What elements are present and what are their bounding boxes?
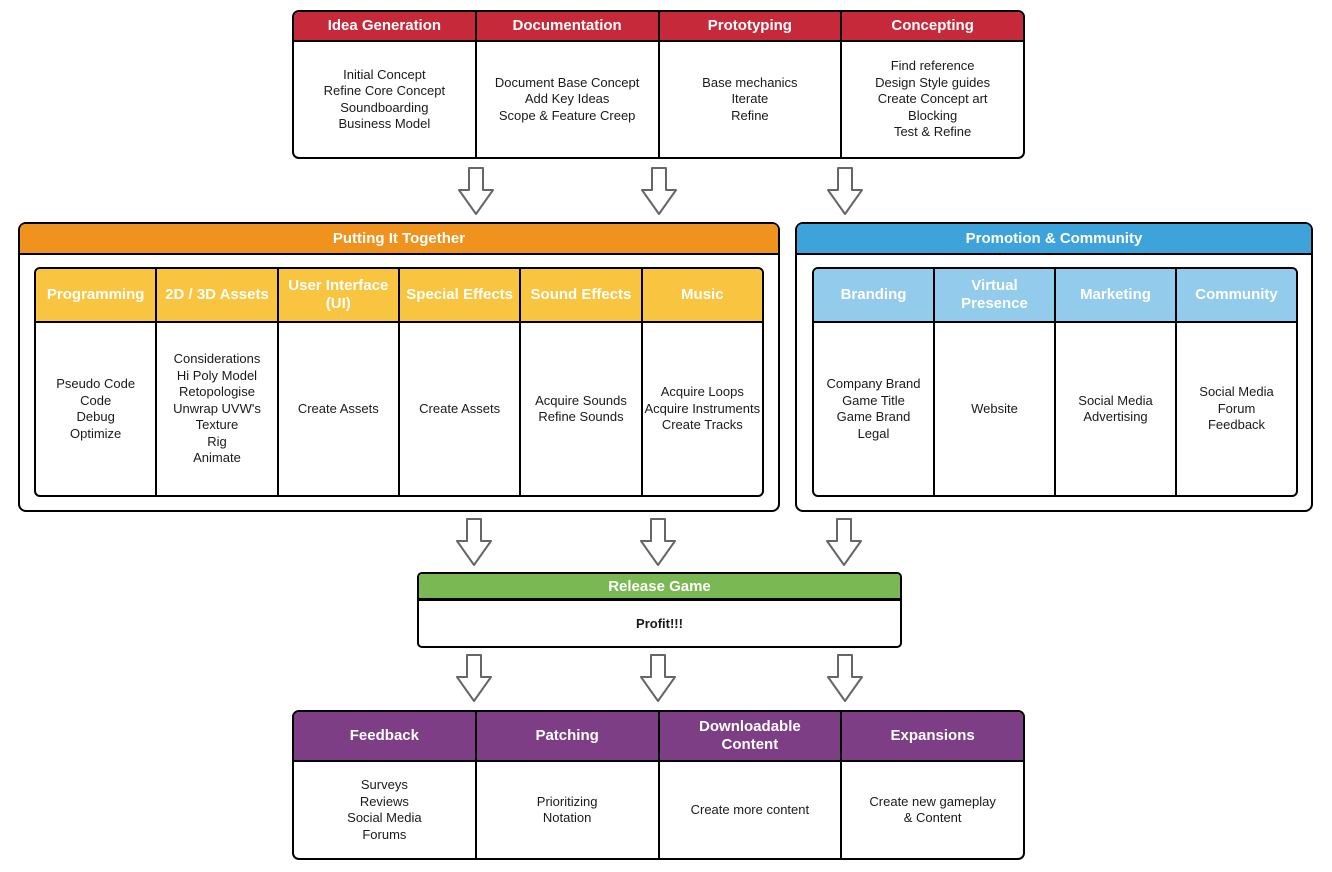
user-interface-items: Create Assets	[297, 400, 379, 416]
promotion-community-header: Promotion & Community	[797, 224, 1311, 255]
programming-header: Programming	[36, 269, 156, 323]
release-game-box: Release Game Profit!!!	[417, 572, 902, 648]
column-sound-effects: Sound Effects Acquire Sounds Refine Soun…	[519, 269, 641, 495]
column-feedback: Feedback Surveys Reviews Social Media Fo…	[294, 712, 475, 858]
sound-effects-header: Sound Effects	[521, 269, 641, 323]
special-effects-header: Special Effects	[399, 269, 520, 323]
2d-3d-assets-items: Considerations Hi Poly Model Retopologis…	[173, 351, 261, 466]
community-items: Social Media Forum Feedback	[1199, 384, 1274, 433]
prototyping-header: Prototyping	[659, 12, 841, 42]
promotion-community-table: Branding Company Brand Game Title Game B…	[812, 267, 1298, 497]
column-patching: Patching Prioritizing Notation	[474, 712, 658, 858]
down-arrow-icon	[640, 518, 676, 566]
phase1-table: Idea Generation Initial Concept Refine C…	[292, 10, 1025, 159]
patching-header: Patching	[476, 712, 658, 762]
down-arrow-icon	[458, 167, 494, 215]
column-branding: Branding Company Brand Game Title Game B…	[814, 269, 933, 495]
feedback-header: Feedback	[294, 712, 475, 762]
putting-it-together-section: Putting It Together Programming Pseudo C…	[18, 222, 780, 512]
column-programming: Programming Pseudo Code Code Debug Optim…	[36, 269, 156, 495]
putting-it-together-header: Putting It Together	[20, 224, 778, 255]
down-arrow-icon	[456, 654, 492, 702]
feedback-items: Surveys Reviews Social Media Forums	[347, 777, 422, 842]
expansions-items: Create new gameplay & Content	[869, 793, 996, 826]
music-header: Music	[642, 269, 762, 323]
concepting-items: Find reference Design Style guides Creat…	[875, 58, 991, 140]
downloadable-content-items: Create more content	[690, 801, 810, 817]
putting-it-together-table: Programming Pseudo Code Code Debug Optim…	[34, 267, 764, 497]
release-game-body: Profit!!!	[636, 616, 683, 631]
column-expansions: Expansions Create new gameplay & Content	[840, 712, 1023, 858]
documentation-items: Document Base Concept Add Key Ideas Scop…	[494, 74, 640, 123]
promotion-community-section: Promotion & Community Branding Company B…	[795, 222, 1313, 512]
column-marketing: Marketing Social Media Advertising	[1054, 269, 1175, 495]
branding-items: Company Brand Game Title Game Brand Lega…	[826, 376, 921, 441]
column-2d-3d-assets: 2D / 3D Assets Considerations Hi Poly Mo…	[155, 269, 277, 495]
down-arrow-icon	[640, 654, 676, 702]
prototyping-items: Base mechanics Iterate Refine	[702, 74, 798, 123]
documentation-header: Documentation	[476, 12, 658, 42]
column-music: Music Acquire Loops Acquire Instruments …	[640, 269, 762, 495]
programming-items: Pseudo Code Code Debug Optimize	[56, 376, 136, 441]
phase-column-documentation: Documentation Document Base Concept Add …	[474, 12, 658, 157]
column-downloadable-content: Downloadable Content Create more content	[657, 712, 841, 858]
virtual-presence-items: Website	[971, 400, 1018, 416]
downloadable-content-header: Downloadable Content	[659, 712, 841, 762]
expansions-header: Expansions	[842, 712, 1023, 762]
marketing-items: Social Media Advertising	[1078, 392, 1153, 425]
phase-column-prototyping: Prototyping Base mechanics Iterate Refin…	[657, 12, 841, 157]
virtual-presence-header: Virtual Presence	[935, 269, 1054, 323]
sound-effects-items: Acquire Sounds Refine Sounds	[535, 392, 627, 425]
marketing-header: Marketing	[1056, 269, 1175, 323]
release-game-header: Release Game	[419, 574, 900, 601]
post-release-table: Feedback Surveys Reviews Social Media Fo…	[292, 710, 1025, 860]
column-virtual-presence: Virtual Presence Website	[933, 269, 1054, 495]
down-arrow-icon	[827, 654, 863, 702]
down-arrow-icon	[641, 167, 677, 215]
column-user-interface: User Interface (UI) Create Assets	[276, 269, 398, 495]
special-effects-items: Create Assets	[419, 400, 501, 416]
concepting-header: Concepting	[842, 12, 1023, 42]
column-special-effects: Special Effects Create Assets	[397, 269, 520, 495]
phase-column-idea-generation: Idea Generation Initial Concept Refine C…	[294, 12, 475, 157]
down-arrow-icon	[456, 518, 492, 566]
patching-items: Prioritizing Notation	[536, 793, 598, 826]
2d-3d-assets-header: 2D / 3D Assets	[157, 269, 277, 323]
user-interface-header: User Interface (UI)	[278, 269, 398, 323]
music-items: Acquire Loops Acquire Instruments Create…	[644, 384, 761, 433]
phase-column-concepting: Concepting Find reference Design Style g…	[840, 12, 1023, 157]
down-arrow-icon	[826, 518, 862, 566]
down-arrow-icon	[827, 167, 863, 215]
column-community: Community Social Media Forum Feedback	[1175, 269, 1296, 495]
idea-generation-items: Initial Concept Refine Core Concept Soun…	[323, 66, 446, 132]
community-header: Community	[1177, 269, 1296, 323]
idea-generation-header: Idea Generation	[294, 12, 475, 42]
branding-header: Branding	[814, 269, 933, 323]
